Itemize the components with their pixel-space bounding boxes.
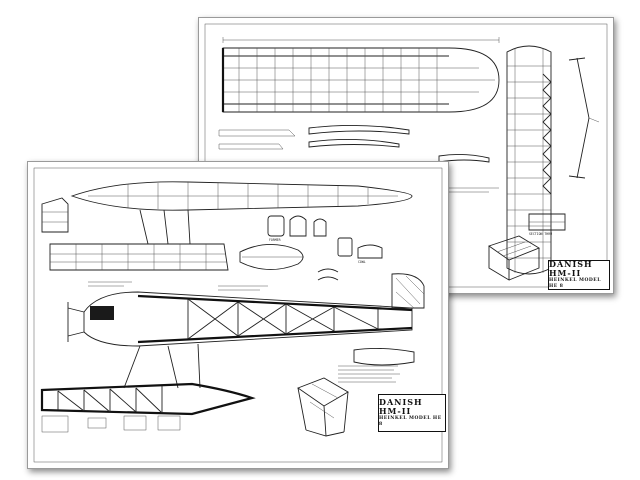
plan-sheet-1: DANISH HM-II HEINKEL MODEL HE 8 FORMER C… xyxy=(27,161,449,469)
fuselage-top-view xyxy=(70,181,413,211)
span-dimension-line xyxy=(222,37,500,43)
stab-section xyxy=(528,213,566,231)
small-parts xyxy=(41,415,181,433)
wing-plan xyxy=(221,47,500,113)
formers xyxy=(267,215,383,281)
plan-subtitle: HEINKEL MODEL HE 8 xyxy=(549,278,601,289)
struts xyxy=(139,209,191,245)
part-label-cowl: COWL xyxy=(358,260,366,264)
upper-wing-plan xyxy=(506,45,552,275)
part-label-cabane: SECTION THRU xyxy=(529,232,553,236)
title-block-sheet-1: DANISH HM-II HEINKEL MODEL HE 8 xyxy=(378,394,446,432)
lower-float-plan xyxy=(40,382,256,416)
float-top-view xyxy=(239,244,304,270)
strut-detail xyxy=(568,57,600,179)
landing-gear xyxy=(123,343,201,389)
fuselage-drawing xyxy=(33,167,443,463)
frame-sketch xyxy=(297,377,349,437)
box-sketch xyxy=(488,235,541,281)
drawing-notes xyxy=(88,281,400,383)
box-detail xyxy=(41,197,69,233)
fuselage-side-view xyxy=(67,291,413,347)
plan-title: DANISH HM-II xyxy=(549,259,593,278)
tail-surfaces xyxy=(353,273,425,366)
part-label-former: FORMER xyxy=(269,238,281,242)
sheet-border xyxy=(33,167,443,463)
rib-templates xyxy=(218,124,490,163)
float-side-view xyxy=(49,243,229,271)
plan-title: DANISH HM-II xyxy=(379,397,423,416)
title-block-sheet-2: DANISH HM-II HEINKEL MODEL HE 8 xyxy=(548,260,610,290)
plan-subtitle: HEINKEL MODEL HE 8 xyxy=(379,416,442,427)
